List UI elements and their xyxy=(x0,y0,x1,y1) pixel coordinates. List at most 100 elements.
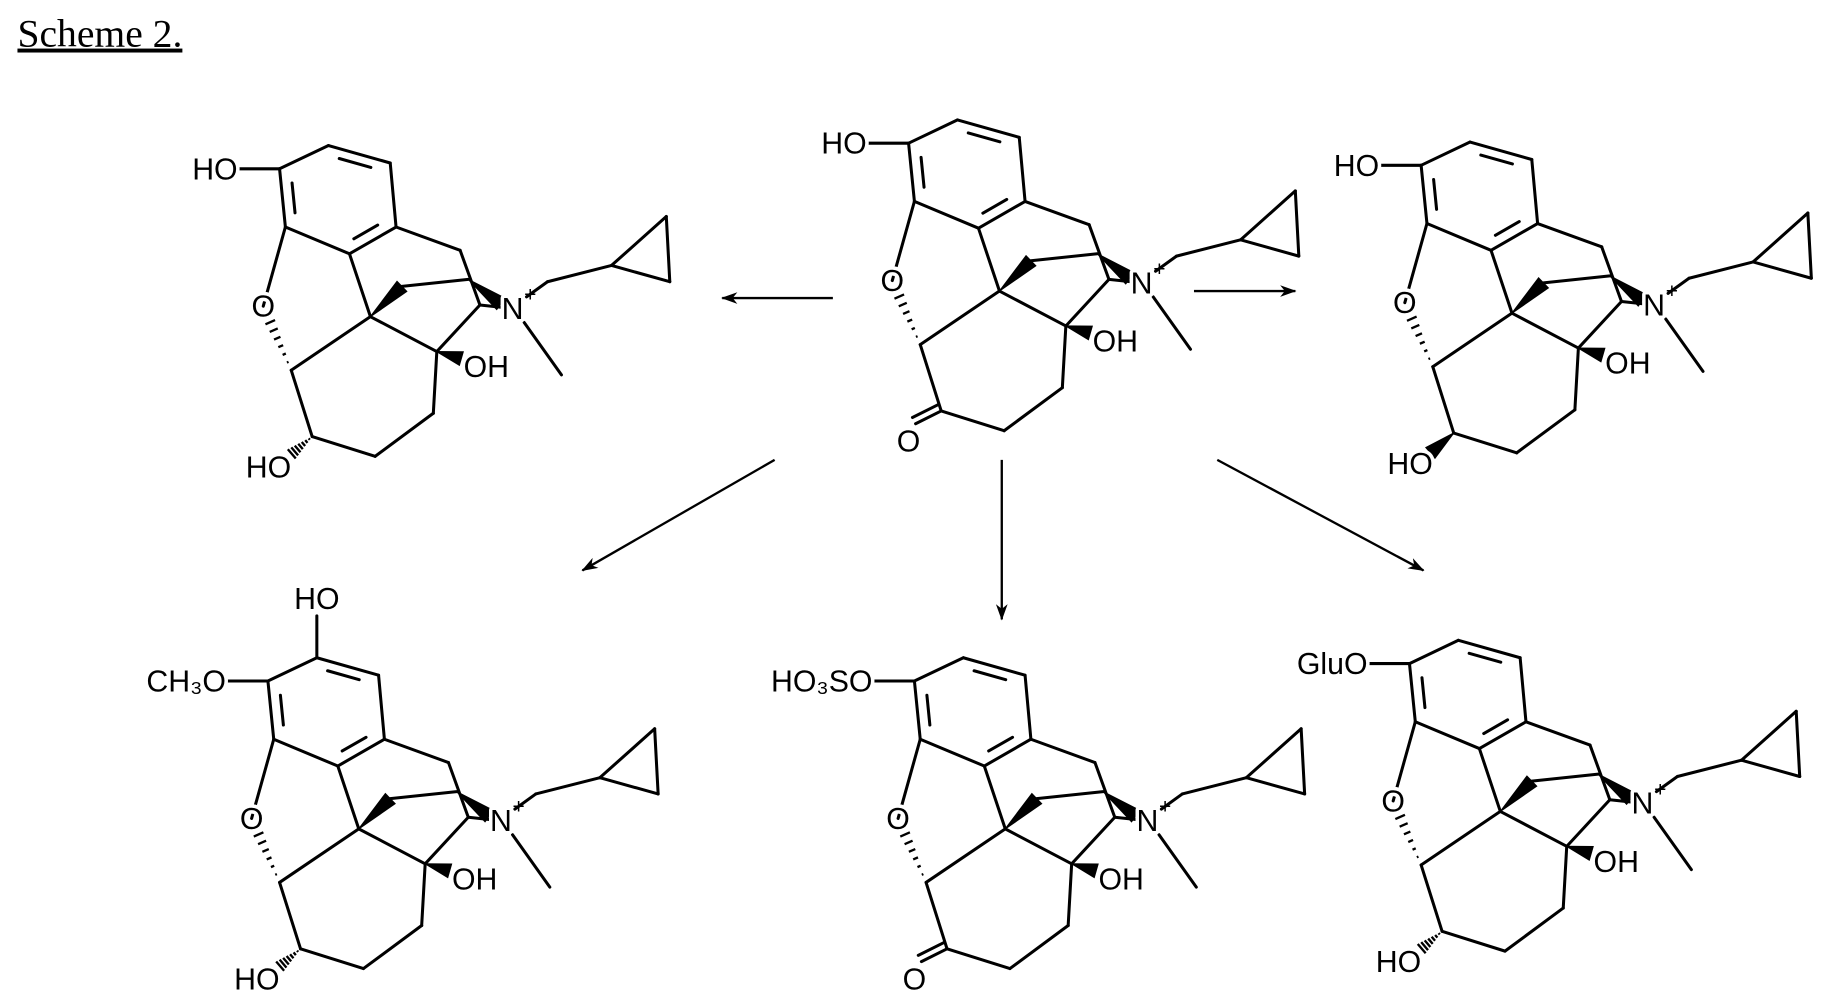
bond xyxy=(1246,729,1301,778)
c3-substituent: HO xyxy=(1334,150,1379,183)
quaternary-nitrogen: N xyxy=(1632,788,1654,821)
bond xyxy=(1072,817,1115,864)
positive-charge: + xyxy=(1153,258,1165,281)
bond xyxy=(1741,760,1799,776)
bond xyxy=(999,291,1065,326)
hashed-bond-segment xyxy=(913,857,918,859)
bond xyxy=(1182,778,1246,794)
hashed-bond-segment xyxy=(290,954,293,958)
bond xyxy=(1808,213,1811,278)
ring-bond xyxy=(268,658,317,681)
bond xyxy=(1433,313,1512,367)
bond xyxy=(375,413,433,456)
bond xyxy=(1031,254,1097,261)
bond xyxy=(1037,792,1103,799)
c14-hydroxyl: OH xyxy=(1098,863,1143,896)
bond xyxy=(402,279,468,286)
ring-bond xyxy=(963,658,1025,675)
double-bond-inner xyxy=(1434,180,1437,210)
bond xyxy=(312,437,375,457)
ether-oxygen: O xyxy=(886,803,910,836)
bond xyxy=(384,739,448,762)
molecule-product-bottom-center: HO₃SOOOOHN+ xyxy=(771,658,1305,997)
hashed-bond-segment xyxy=(283,353,286,354)
double-bond-inner xyxy=(1481,155,1513,164)
bond xyxy=(1578,302,1621,349)
hashed-bond-segment xyxy=(1435,935,1437,938)
bond xyxy=(1301,729,1304,794)
bond xyxy=(1567,800,1610,847)
bond xyxy=(1295,191,1298,256)
hashed-bond-segment xyxy=(1404,832,1410,835)
c2-hydroxyl: HO xyxy=(294,583,339,616)
hashed-bond-segment xyxy=(309,438,310,439)
hashed-bond-segment xyxy=(302,442,305,446)
hashed-bond-segment xyxy=(262,849,268,852)
bond xyxy=(291,317,370,371)
double-bond-inner xyxy=(974,671,1006,680)
bond xyxy=(612,217,667,266)
ring-bond xyxy=(1421,165,1427,223)
hashed-bond-segment xyxy=(270,328,278,331)
bond xyxy=(1796,711,1799,776)
quaternary-nitrogen: N xyxy=(1131,267,1153,300)
wedge-bond xyxy=(1578,348,1604,362)
hashed-bond-segment xyxy=(917,866,920,867)
bond xyxy=(1491,250,1512,313)
hashed-bond-segment xyxy=(1400,823,1408,826)
ring-bond xyxy=(978,201,1025,228)
bond xyxy=(370,317,436,352)
double-bond-inner xyxy=(1484,720,1508,734)
ring-bond xyxy=(285,227,349,254)
bond xyxy=(1538,224,1602,247)
double-bond-inner xyxy=(1469,653,1501,662)
hashed-bond-segment xyxy=(912,328,915,329)
ring-bond xyxy=(958,120,1020,137)
bond xyxy=(1512,313,1578,348)
hashed-bond-segment xyxy=(275,874,277,875)
ether-oxygen: O xyxy=(1381,785,1405,818)
bond xyxy=(460,250,480,305)
ring-bond xyxy=(914,658,963,681)
bond xyxy=(280,882,301,948)
scheme-title: Scheme 2. xyxy=(17,12,182,56)
bond xyxy=(941,411,1004,431)
bond xyxy=(1421,811,1500,865)
bond xyxy=(1241,191,1296,240)
hashed-bond-segment xyxy=(1413,848,1416,849)
bond xyxy=(1062,326,1065,388)
bond xyxy=(612,265,670,281)
bond xyxy=(1010,926,1068,969)
c14-hydroxyl: OH xyxy=(1093,326,1138,359)
hashed-bond-segment xyxy=(298,444,303,449)
hashed-bond-segment xyxy=(274,337,280,340)
bond xyxy=(920,291,999,345)
bond xyxy=(600,729,655,778)
bond xyxy=(1068,864,1071,926)
c3-substituent: HO xyxy=(192,153,237,186)
bond xyxy=(1602,247,1622,302)
methyl-bond xyxy=(513,835,550,887)
bond xyxy=(280,829,359,883)
positive-charge: + xyxy=(513,796,525,819)
hashed-bond-segment xyxy=(267,857,272,859)
ring-bond xyxy=(280,146,329,169)
bond xyxy=(600,778,658,794)
ring-bond xyxy=(1458,640,1520,657)
c14-hydroxyl: OH xyxy=(464,351,509,384)
ring-bond xyxy=(1520,658,1526,722)
bond xyxy=(1575,348,1578,410)
c14-hydroxyl: OH xyxy=(1594,846,1639,879)
wedge-bond xyxy=(1567,846,1593,860)
c6-hydroxyl: HO xyxy=(246,451,291,484)
bond xyxy=(1089,225,1109,280)
double-bond-inner xyxy=(354,225,378,239)
c6-hydroxyl: HO xyxy=(1387,448,1432,481)
hashed-bond-segment xyxy=(899,303,907,306)
ring-bond xyxy=(1409,640,1458,663)
bond xyxy=(666,217,669,282)
bond xyxy=(1677,760,1741,776)
ring-bond xyxy=(920,739,984,766)
ring-bond xyxy=(909,120,958,143)
